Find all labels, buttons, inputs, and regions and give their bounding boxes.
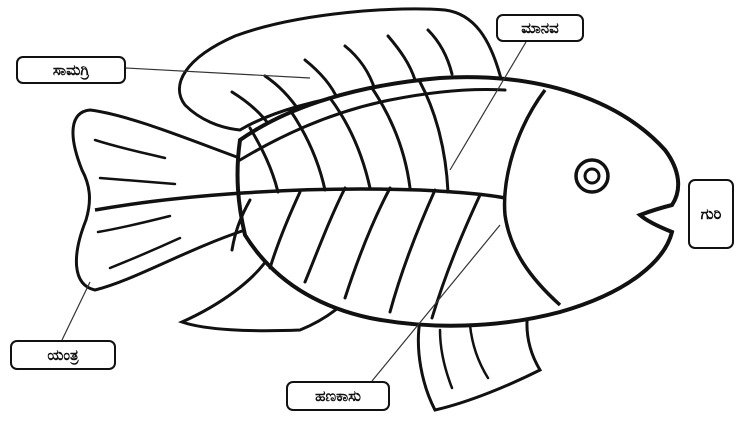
fish-body [238, 77, 679, 326]
label-hanakasu: ಹಣಕಾಸು [286, 381, 390, 411]
label-manava: ಮಾನವ [496, 14, 584, 42]
label-yantra: ಯಂತ್ರ [10, 340, 116, 370]
eye-inner [585, 169, 599, 183]
label-guri: ಗುರಿ [688, 179, 734, 249]
label-samagri: ಸಾಮಗ್ರಿ [16, 56, 126, 84]
